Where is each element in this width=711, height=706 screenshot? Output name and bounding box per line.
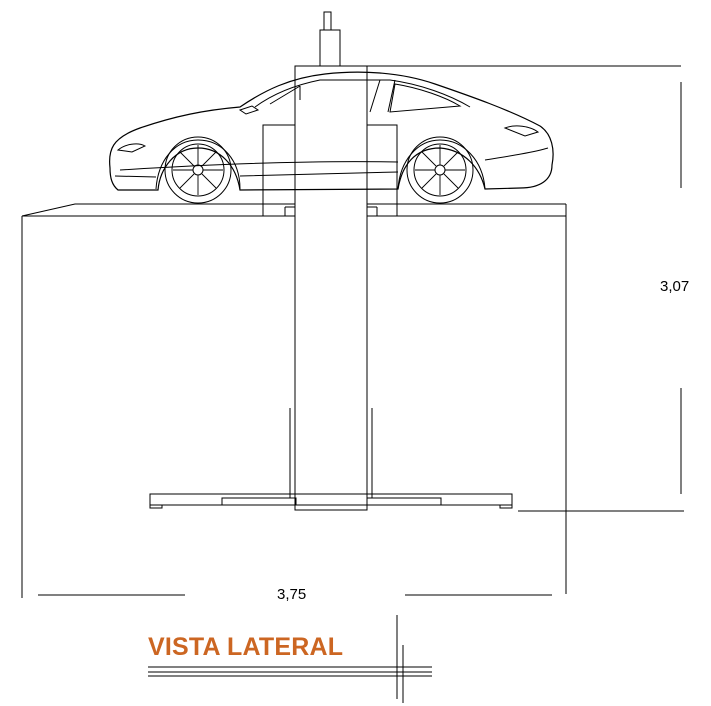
central-column <box>289 65 681 511</box>
view-title: VISTA LATERAL <box>148 633 344 661</box>
height-dimension-label: 3,07 <box>660 278 690 295</box>
base-plate <box>149 493 513 509</box>
height-dimension-line <box>518 82 684 512</box>
lift-frame <box>21 203 567 598</box>
front-wheel <box>164 136 232 204</box>
title-underline <box>148 615 432 703</box>
width-dimension-label: 3,75 <box>277 586 307 603</box>
rear-wheel <box>406 136 474 204</box>
piston-rod <box>319 11 341 67</box>
